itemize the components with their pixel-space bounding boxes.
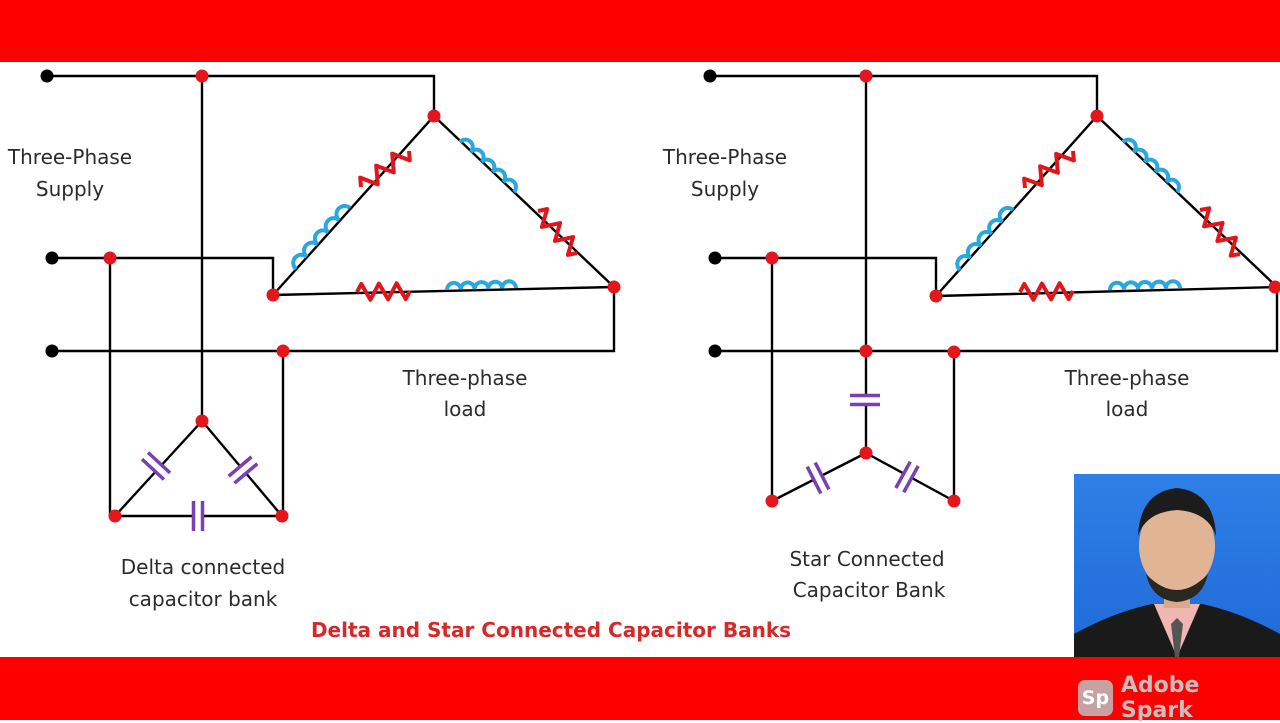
capacitor-symbol — [194, 501, 203, 531]
presenter-photo — [1074, 474, 1280, 657]
capacitor-symbol — [850, 396, 880, 405]
right-load-label-line2: load — [1106, 397, 1149, 421]
junction-node — [948, 346, 961, 359]
junction-node — [1091, 110, 1104, 123]
junction-node — [608, 281, 621, 294]
left-load-side-ab — [273, 116, 434, 295]
right-supply-label-line1: Three-Phase — [662, 145, 787, 169]
junction-node — [109, 510, 122, 523]
spark-logo-icon: Sp — [1078, 680, 1113, 716]
left-supply-line-b — [52, 258, 273, 295]
terminal-dot — [41, 70, 54, 83]
left-supply-label-line1: Three-Phase — [7, 145, 132, 169]
right-load-side-bc — [936, 287, 1277, 296]
junction-node — [276, 510, 289, 523]
resistor-symbol — [357, 283, 410, 300]
right-supply-line-b — [715, 258, 936, 296]
junction-node — [104, 252, 117, 265]
junction-node — [948, 495, 961, 508]
resistor-symbol — [1020, 283, 1073, 300]
right-supply-label-line2: Supply — [691, 177, 759, 201]
supply-terminals — [41, 70, 722, 358]
capacitor-symbol — [142, 453, 170, 480]
junction-node — [860, 70, 873, 83]
junction-node — [766, 252, 779, 265]
left-circuit — [47, 76, 614, 516]
left-load-side-bc — [273, 287, 614, 295]
right-circuit — [710, 76, 1277, 501]
junction-node — [277, 345, 290, 358]
inductor-symbol — [290, 203, 350, 269]
diagram-caption: Delta and Star Connected Capacitor Banks — [311, 618, 791, 642]
left-supply-line-c — [52, 287, 614, 351]
terminal-dot — [46, 345, 59, 358]
right-bank-label-line1: Star Connected — [789, 547, 944, 571]
left-supply-line-a — [47, 76, 434, 116]
junction-node — [196, 415, 209, 428]
junction-node — [930, 290, 943, 303]
resistor-symbol — [1020, 145, 1078, 195]
terminal-dot — [46, 252, 59, 265]
resistor-symbol — [356, 145, 414, 194]
watermark-text: Adobe Spark — [1121, 673, 1274, 723]
right-supply-line-a — [710, 76, 1097, 116]
junction-node — [860, 345, 873, 358]
junction-node — [267, 289, 280, 302]
right-load-label-line1: Three-phase — [1064, 366, 1190, 390]
right-supply-line-c — [715, 287, 1277, 351]
terminal-dot — [709, 345, 722, 358]
junction-node — [428, 110, 441, 123]
capacitor-symbol — [896, 462, 918, 493]
terminal-dot — [709, 252, 722, 265]
inductor-symbol — [954, 205, 1013, 270]
inductor-symbol — [460, 137, 519, 192]
right-bank-label-line2: Capacitor Bank — [793, 578, 946, 602]
inductor-symbol — [1123, 137, 1182, 192]
junction-node — [766, 495, 779, 508]
junction-node — [1269, 281, 1280, 294]
left-bank-label-line1: Delta connected — [121, 555, 285, 579]
capacitor-symbol — [807, 463, 829, 494]
capacitor-symbol — [229, 457, 258, 483]
left-bank-label-line2: capacitor bank — [129, 587, 278, 611]
junction-node — [196, 70, 209, 83]
left-supply-label-line2: Supply — [36, 177, 104, 201]
junction-node — [860, 447, 873, 460]
adobe-spark-watermark: Sp Adobe Spark — [1078, 679, 1274, 717]
left-load-label-line1: Three-phase — [402, 366, 528, 390]
left-load-label-line2: load — [444, 397, 487, 421]
terminal-dot — [704, 70, 717, 83]
